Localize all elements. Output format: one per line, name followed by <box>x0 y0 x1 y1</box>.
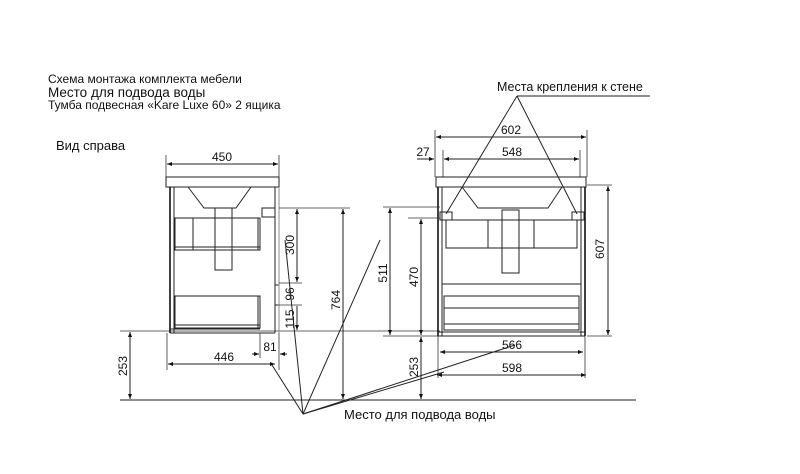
svg-text:566: 566 <box>502 338 522 352</box>
wall-mount-callout: Места крепления к стене <box>445 80 650 215</box>
title-block: Схема монтажа комплекта мебели Место для… <box>48 73 281 112</box>
svg-text:548: 548 <box>502 145 522 159</box>
svg-text:598: 598 <box>502 361 522 375</box>
side-view-label: Вид справа <box>56 138 126 153</box>
dim-450: 450 <box>212 150 232 164</box>
front-view-drawing <box>435 176 587 337</box>
svg-text:253: 253 <box>116 356 130 376</box>
svg-text:764: 764 <box>329 290 343 310</box>
svg-text:470: 470 <box>407 267 421 287</box>
svg-text:81: 81 <box>263 340 277 354</box>
svg-text:446: 446 <box>214 350 234 364</box>
water-supply-callout: Место для подвода воды <box>271 239 516 422</box>
front-view-dimensions: 602 548 27 607 511 470 253 566 598 <box>376 123 612 399</box>
water-supply-label: Место для подвода воды <box>344 407 496 422</box>
svg-text:602: 602 <box>501 123 521 137</box>
side-view-drawing <box>165 176 280 334</box>
svg-text:115: 115 <box>283 309 297 328</box>
svg-text:607: 607 <box>593 239 607 259</box>
svg-text:96: 96 <box>283 287 297 301</box>
svg-text:27: 27 <box>416 145 430 159</box>
svg-text:253: 253 <box>407 357 421 377</box>
svg-text:511: 511 <box>376 263 390 282</box>
water-supply-title: Место для подвода воды <box>48 85 206 100</box>
product-title: Тумба подвесная «Kare Luxe 60» 2 ящика <box>48 98 281 112</box>
wall-mounts-label: Места крепления к стене <box>497 80 643 94</box>
schema-title: Схема монтажа комплекта мебели <box>48 72 242 86</box>
